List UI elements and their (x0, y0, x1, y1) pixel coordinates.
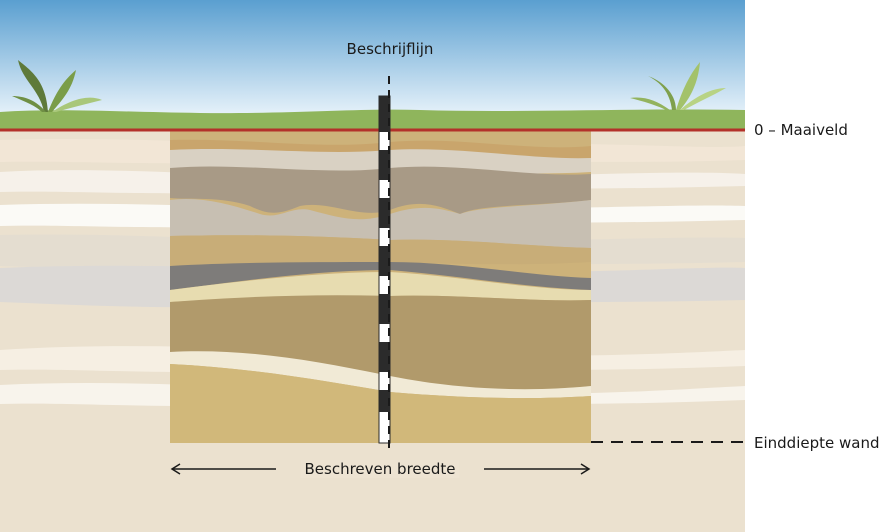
plant-right-icon (630, 62, 726, 110)
grass-strip (0, 109, 745, 130)
description-line-label: Beschrijflijn (346, 40, 434, 58)
measuring-pole (378, 95, 391, 444)
plant-left-icon (12, 60, 102, 112)
described-width-arrow (170, 463, 591, 475)
sky (0, 0, 745, 118)
final-depth-label: Einddiepte wand (754, 434, 880, 452)
described-width-label: Beschreven breedte (300, 460, 460, 478)
surface-level-label: 0 – Maaiveld (754, 121, 848, 139)
